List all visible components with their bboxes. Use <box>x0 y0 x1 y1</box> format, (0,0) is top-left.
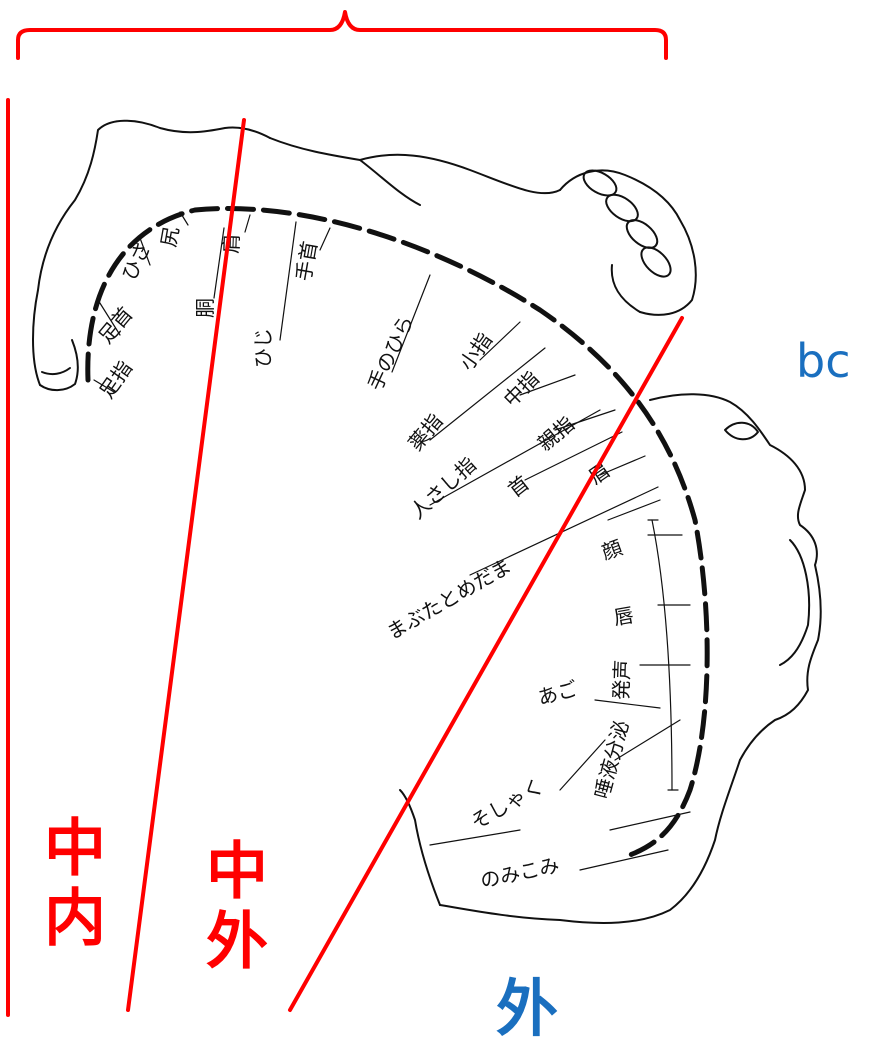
eye-outline <box>724 421 759 441</box>
label-ring-finger: 薬指 <box>403 409 447 455</box>
label-little-finger: 小指 <box>454 328 497 375</box>
upper-arm-outline <box>359 159 421 206</box>
label-middle-finger: 中指 <box>499 366 544 411</box>
mouth-outline <box>779 539 811 666</box>
top-brace <box>16 10 668 60</box>
foot-outline <box>39 339 79 392</box>
toe-outline <box>41 367 71 376</box>
chin-outline <box>439 759 741 924</box>
label-face: 顔 <box>599 535 626 564</box>
finger-1 <box>582 169 618 197</box>
label-eyelid-eyeball: まぶたとめだま <box>383 554 516 645</box>
label-salivation: 唾液分泌 <box>590 718 634 801</box>
zone-label-outer: 外 <box>496 972 559 1045</box>
leg-outline <box>32 119 271 386</box>
label-wrist: 手首 <box>291 239 322 283</box>
hand-outline <box>559 169 697 316</box>
label-jaw: あご <box>535 676 580 710</box>
outer-divider-line <box>288 316 684 1012</box>
label-lips: 唇 <box>612 603 636 630</box>
label-index-finger: 人さし指 <box>405 452 481 523</box>
label-shoulder: 肩 <box>219 233 244 254</box>
label-knee: ひざ <box>117 238 156 284</box>
label-elbow: ひじ <box>251 328 275 368</box>
finger-4 <box>640 246 672 278</box>
thumb-outline <box>610 264 641 313</box>
label-toes: 足指 <box>94 356 137 403</box>
label-vocalization: 発声 <box>609 659 634 700</box>
label-chewing: そしゃく <box>467 774 548 835</box>
zone-label-outer-middle: 中外 <box>195 838 268 978</box>
zone-label-inner-middle: 中内 <box>33 815 106 955</box>
label-ankle: 足首 <box>93 302 137 348</box>
finger-3 <box>625 219 659 249</box>
label-neck: 首 <box>503 471 534 502</box>
throat-outline <box>399 789 441 906</box>
inner-divider-line <box>126 118 246 1012</box>
face-outline <box>649 393 822 761</box>
label-swallowing: のみこみ <box>478 853 561 893</box>
tag-label: bc <box>796 334 851 388</box>
label-trunk: 胴 <box>193 298 217 318</box>
arm-outline <box>269 137 561 195</box>
finger-2 <box>605 193 639 223</box>
label-palm: 手のひら <box>363 311 419 394</box>
label-thumb: 親指 <box>533 412 579 456</box>
cortex-arc <box>85 205 710 858</box>
label-hip: 尻 <box>156 225 183 249</box>
